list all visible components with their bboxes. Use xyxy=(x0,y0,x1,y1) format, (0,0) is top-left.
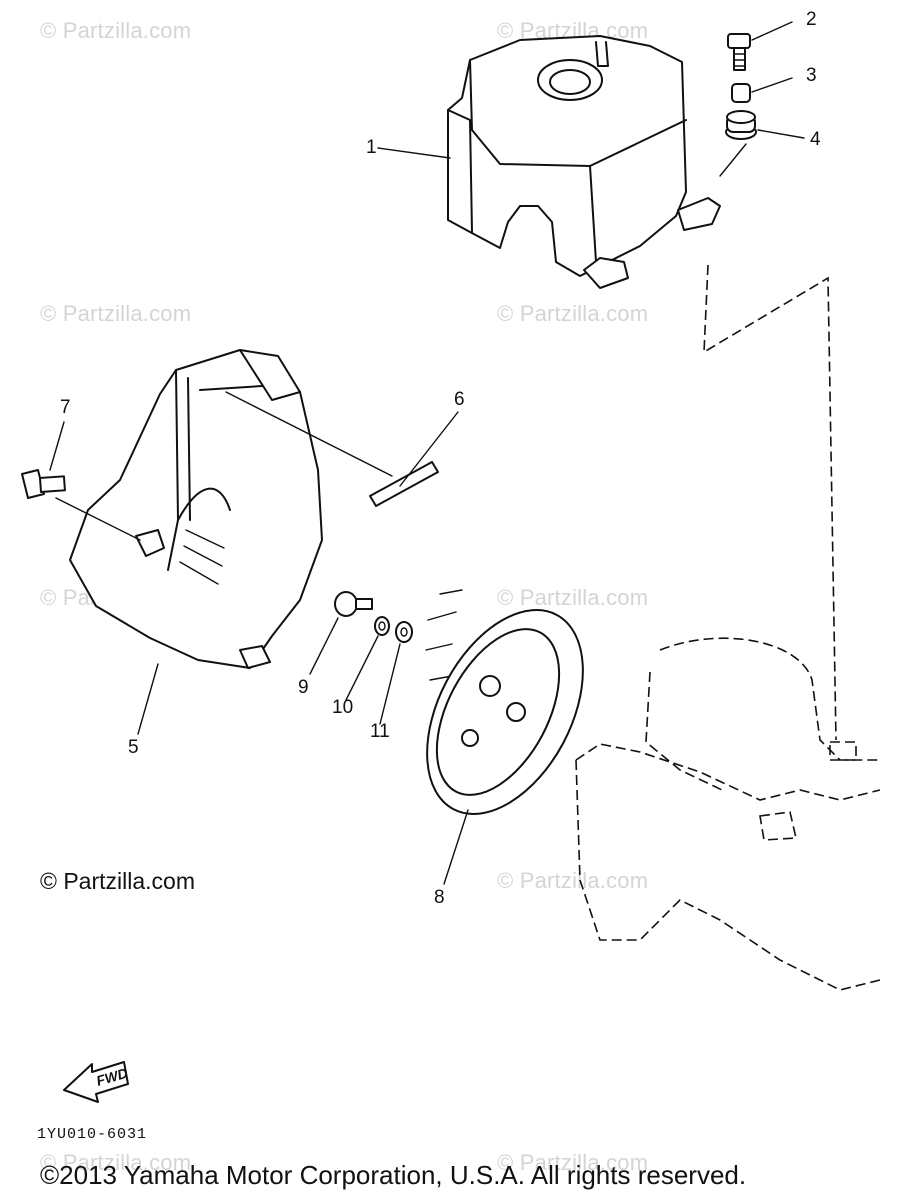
watermark: © Partzilla.com xyxy=(497,1150,649,1175)
callout-8: 8 xyxy=(434,887,445,908)
callout-9: 9 xyxy=(298,677,309,698)
callout-2: 2 xyxy=(806,9,817,30)
watermark: © Partzilla.com xyxy=(40,18,192,43)
watermark: © Partzilla.com xyxy=(40,301,192,326)
callout-1: 1 xyxy=(366,137,377,158)
part-9-bolt xyxy=(334,591,373,617)
callout-5: 5 xyxy=(128,737,139,758)
part-6-pin xyxy=(369,461,439,507)
callout-3: 3 xyxy=(806,65,817,86)
part-11-washer xyxy=(395,621,413,643)
part-5-fan-housing xyxy=(69,349,323,669)
callout-4: 4 xyxy=(810,129,821,150)
watermark: © Partzilla.com xyxy=(497,301,649,326)
callout-11: 11 xyxy=(370,721,390,742)
copyright-mark: © Partzilla.com xyxy=(40,868,195,894)
callout-7: 7 xyxy=(60,397,71,418)
part-8-fan xyxy=(425,589,584,815)
part-4-grommet xyxy=(725,110,757,140)
engine-outline xyxy=(575,637,882,991)
watermark: © Partzilla.com xyxy=(40,1150,192,1175)
part-10-washer xyxy=(374,616,390,636)
part-2-bolt xyxy=(727,33,751,71)
callout-10: 10 xyxy=(332,697,354,718)
leader-lines xyxy=(49,21,805,885)
alignment-dashed-line xyxy=(703,264,837,741)
footer-copyright: ©2013 Yamaha Motor Corporation, U.S.A. A… xyxy=(40,1160,747,1190)
watermark: © Partzilla.com xyxy=(497,868,649,893)
fwd-arrow-icon: FWD xyxy=(63,1061,129,1103)
part-3-collar xyxy=(731,83,751,103)
watermark: © Partzilla.com xyxy=(497,585,649,610)
part-1-shroud xyxy=(447,35,721,289)
callout-6: 6 xyxy=(454,389,465,410)
diagram-code: 1YU010-6031 xyxy=(37,1126,148,1143)
part-7-bolt xyxy=(21,469,66,499)
